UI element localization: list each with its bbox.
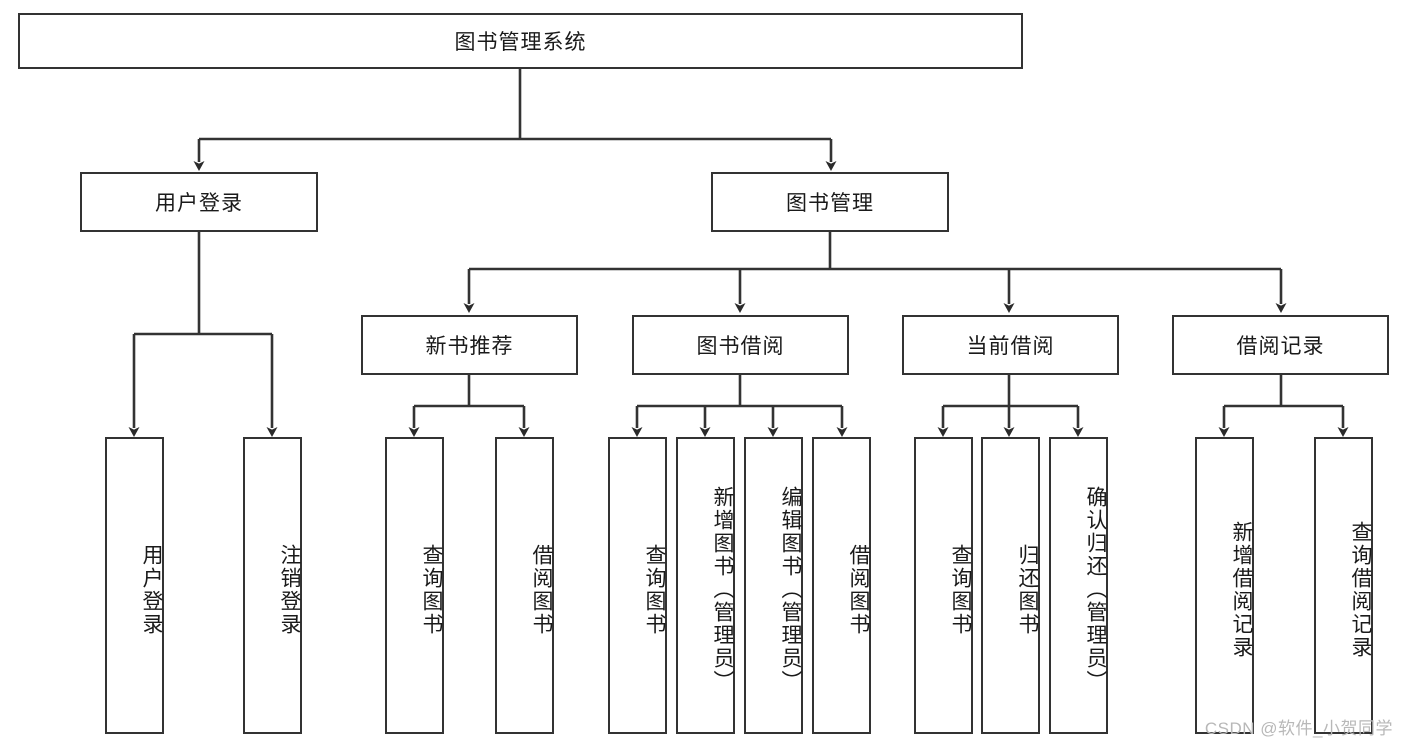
- node-label: 编辑图书（管理员）: [779, 486, 802, 693]
- leaf-borrow-book[interactable]: 借阅图书: [812, 437, 871, 734]
- node-label: 新书推荐: [425, 335, 514, 358]
- node-user-login[interactable]: 用户登录: [80, 172, 318, 232]
- leaf-query-book-borrow[interactable]: 查询图书: [608, 437, 667, 734]
- leaf-user-login[interactable]: 用户登录: [105, 437, 164, 734]
- node-label: 归还图书: [1016, 543, 1039, 636]
- node-current-borrow[interactable]: 当前借阅: [902, 315, 1119, 375]
- node-label: 用户登录: [155, 192, 243, 215]
- leaf-query-book-recommend[interactable]: 查询图书: [385, 437, 444, 734]
- node-new-book-recommend[interactable]: 新书推荐: [361, 315, 578, 375]
- leaf-edit-book-admin[interactable]: 编辑图书（管理员）: [744, 437, 803, 734]
- leaf-borrow-book-recommend[interactable]: 借阅图书: [495, 437, 554, 734]
- node-label: 借阅图书: [847, 543, 870, 636]
- leaf-confirm-return-admin[interactable]: 确认归还（管理员）: [1049, 437, 1108, 734]
- node-label: 当前借阅: [966, 335, 1055, 358]
- node-label: 借阅图书: [530, 543, 553, 636]
- leaf-query-book-current[interactable]: 查询图书: [914, 437, 973, 734]
- node-label: 借阅记录: [1236, 335, 1325, 358]
- leaf-query-borrow-record[interactable]: 查询借阅记录: [1314, 437, 1373, 734]
- leaf-logout[interactable]: 注销登录: [243, 437, 302, 734]
- node-label: 确认归还（管理员）: [1084, 486, 1107, 693]
- node-label: 用户登录: [140, 543, 163, 636]
- node-borrow-records[interactable]: 借阅记录: [1172, 315, 1389, 375]
- node-book-borrow[interactable]: 图书借阅: [632, 315, 849, 375]
- watermark-text: CSDN @软件_小贺同学: [1204, 719, 1393, 738]
- node-label: 查询借阅记录: [1349, 520, 1372, 659]
- node-label: 图书借阅: [696, 335, 785, 358]
- node-label: 注销登录: [278, 543, 301, 636]
- node-root-system[interactable]: 图书管理系统: [18, 13, 1023, 69]
- leaf-return-book[interactable]: 归还图书: [981, 437, 1040, 734]
- leaf-add-borrow-record[interactable]: 新增借阅记录: [1195, 437, 1254, 734]
- node-label: 查询图书: [643, 543, 666, 636]
- node-label: 查询图书: [420, 543, 443, 636]
- node-label: 新增图书（管理员）: [711, 486, 734, 693]
- node-label: 图书管理: [786, 192, 874, 215]
- leaf-add-book-admin[interactable]: 新增图书（管理员）: [676, 437, 735, 734]
- node-book-management[interactable]: 图书管理: [711, 172, 949, 232]
- node-label: 新增借阅记录: [1230, 520, 1253, 659]
- node-label: 查询图书: [949, 543, 972, 636]
- node-label: 图书管理系统: [454, 31, 587, 54]
